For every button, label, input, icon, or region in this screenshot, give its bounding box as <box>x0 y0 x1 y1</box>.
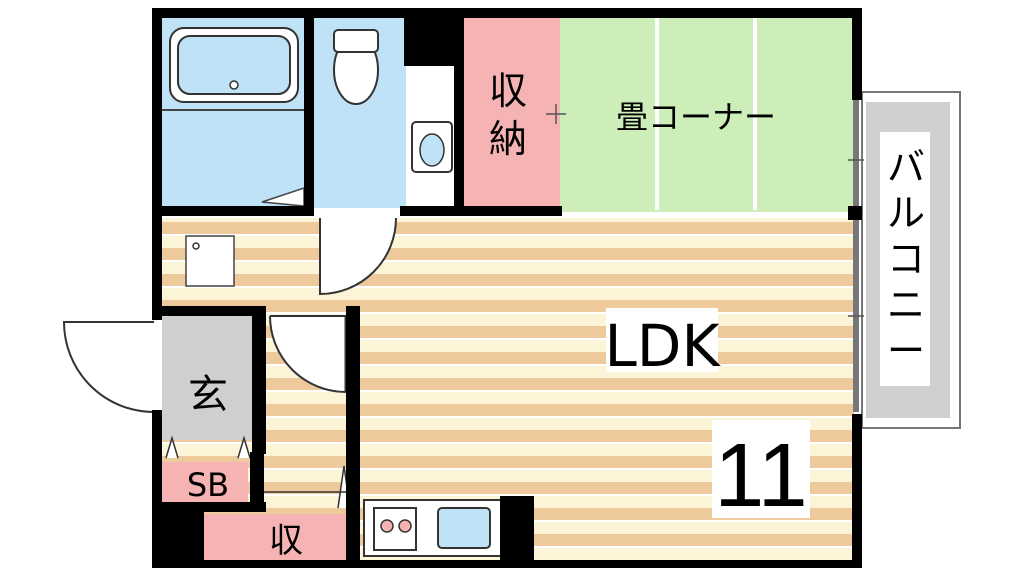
fridge-dot <box>192 242 200 250</box>
shoe-box-label: SB <box>187 466 229 504</box>
ldk-label-bg <box>606 308 718 372</box>
ldk-size-bg <box>712 420 810 518</box>
burner-icon <box>380 519 394 533</box>
shoe-box <box>162 462 248 502</box>
balcony-label-5: ー <box>887 329 925 373</box>
ldk-size-label: 11 <box>714 426 807 526</box>
balcony-label-2: ル <box>887 191 925 235</box>
storage-label-2: 納 <box>489 117 527 161</box>
bathtub-basin <box>177 35 291 95</box>
washbasin-bowl <box>419 133 445 167</box>
storage-label-1: 収 <box>489 69 527 113</box>
closet-label: 収 <box>269 521 303 561</box>
bath-door-swing <box>319 217 397 296</box>
shoe-box-mark <box>237 435 251 459</box>
burner-icon <box>398 519 412 533</box>
storage-floor <box>462 16 560 208</box>
ldk-label: LDK <box>604 312 721 380</box>
fridge-space <box>185 235 235 287</box>
walls <box>152 8 862 568</box>
hall-door-swing <box>269 315 347 394</box>
entrance-floor <box>162 316 252 440</box>
shoe-box-mark <box>165 435 179 459</box>
drain-icon <box>229 80 239 90</box>
balcony-label-panel <box>880 132 930 386</box>
front-door-swing <box>62 321 155 413</box>
balcony-label-3: コ <box>887 237 925 281</box>
genkan-label: 玄 <box>188 372 228 418</box>
sink <box>437 507 491 549</box>
balcony-label-4: ニ <box>887 283 925 327</box>
balcony-label-1: バ <box>887 145 925 189</box>
tatami-corner-label: 畳コーナー <box>616 98 776 136</box>
tatami-floor <box>560 16 854 212</box>
closet-floor <box>204 514 350 560</box>
toilet-tank <box>333 29 379 53</box>
